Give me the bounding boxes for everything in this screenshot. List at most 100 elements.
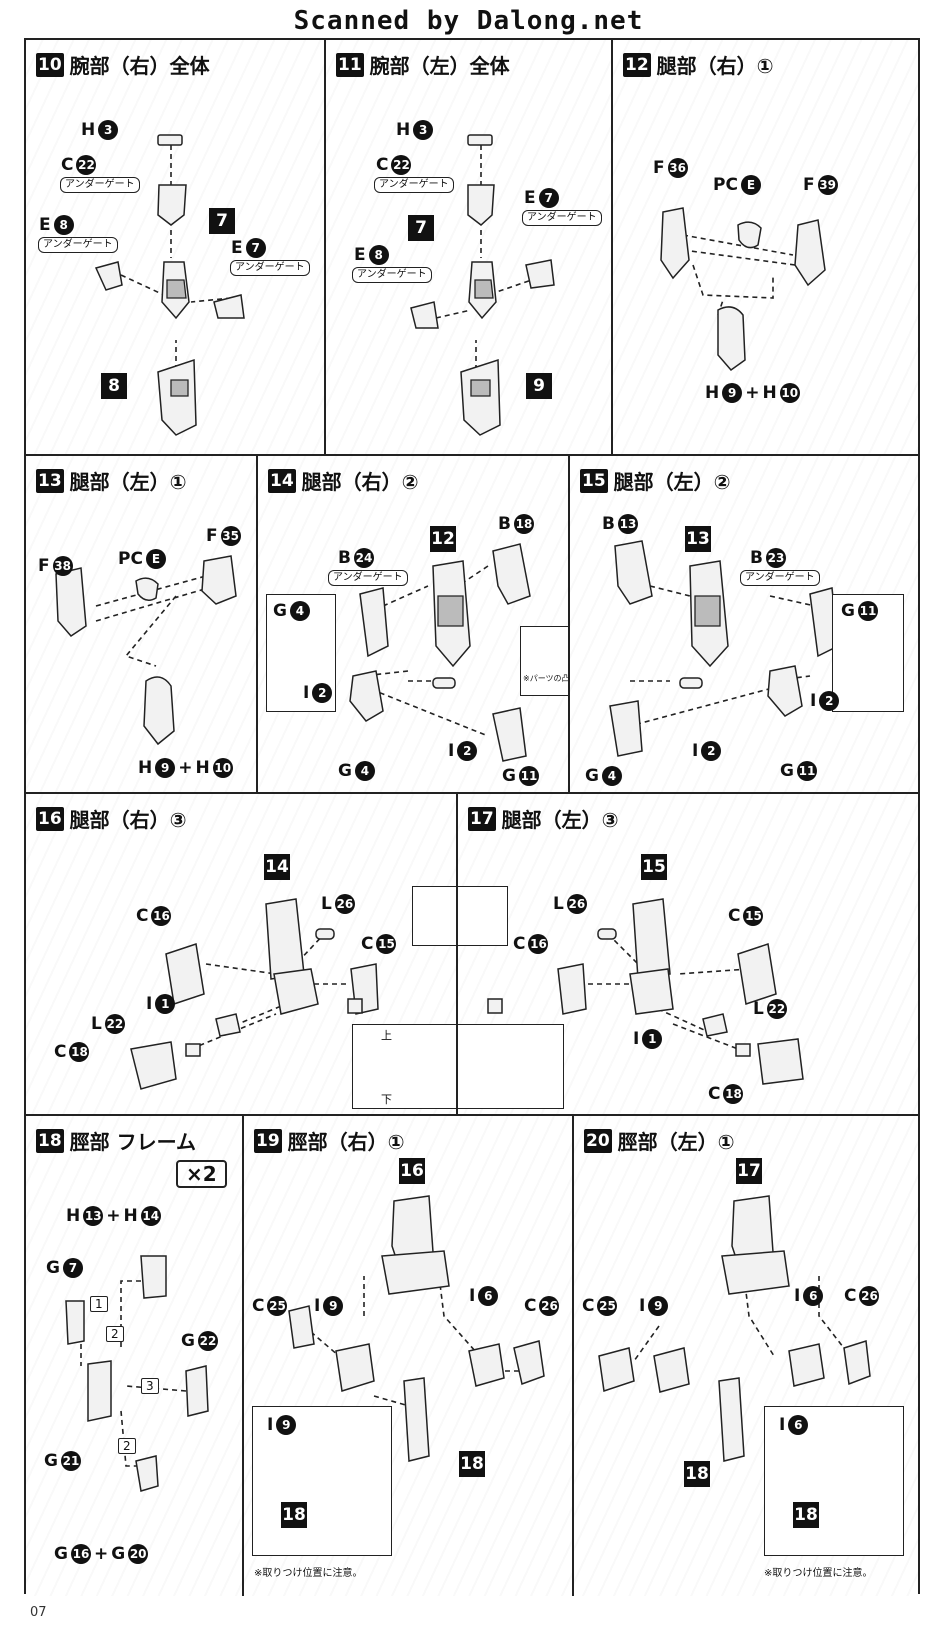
part-number: 35 <box>220 526 241 546</box>
step-ref-18: 18 <box>684 1461 710 1487</box>
step-ref-18: 18 <box>281 1502 307 1528</box>
part-number: 13 <box>83 1206 104 1226</box>
orientation-inset <box>458 1024 564 1109</box>
part-number: 18 <box>723 1084 744 1104</box>
step-number: 20 <box>584 1128 612 1153</box>
step-ref-14: 14 <box>264 854 290 880</box>
step-number: 19 <box>254 1128 282 1153</box>
part-number: 4 <box>289 601 310 621</box>
part-number: 20 <box>128 1544 149 1564</box>
under-gate-tag: アンダーゲート <box>374 177 454 193</box>
part-number: 39 <box>817 175 838 195</box>
shin-left-1-diagram <box>598 1195 871 1462</box>
part-number: 11 <box>857 601 878 621</box>
thigh-right-3-diagram <box>130 898 379 1090</box>
part-number: 1 <box>642 1029 663 1049</box>
shin-right-1-diagram <box>288 1195 545 1462</box>
thigh-left-1-diagram <box>55 555 237 746</box>
part-number: 36 <box>667 158 688 178</box>
step-ref-18: 18 <box>459 1451 485 1477</box>
part-number: 2 <box>819 691 840 711</box>
part-number: 6 <box>478 1286 499 1306</box>
part-number: 7 <box>538 188 559 208</box>
part-number: 7 <box>62 1258 83 1278</box>
step-number: 10 <box>36 52 64 77</box>
step-title: 腿部（右）① <box>656 54 774 78</box>
step-ref-7: 7 <box>209 208 235 234</box>
thigh-left-3-diagram <box>487 898 804 1085</box>
part-number: 14 <box>140 1206 161 1226</box>
order-step-2: 2 <box>106 1326 124 1342</box>
part-number: 3 <box>413 120 434 140</box>
part-number: 2 <box>701 741 722 761</box>
step-title: 腕部（左）全体 <box>369 54 510 78</box>
part-number: 26 <box>334 894 355 914</box>
part-number: 22 <box>197 1331 218 1351</box>
mount-caution-note: ※取りつけ位置に注意。 <box>764 1568 873 1579</box>
part-number: 2 <box>457 741 478 761</box>
step-title: 腿部（右）③ <box>69 808 187 832</box>
shin-frame-diagram <box>65 1255 209 1492</box>
step-title: 脛部 フレーム <box>69 1130 197 1154</box>
part-number: 22 <box>391 155 412 175</box>
part-number: 23 <box>765 548 786 568</box>
part-number: 2 <box>312 683 333 703</box>
part-number: 21 <box>60 1451 81 1471</box>
step-title: 腕部（右）全体 <box>69 54 210 78</box>
under-gate-tag: アンダーゲート <box>352 267 432 283</box>
order-step-2b: 2 <box>118 1438 136 1454</box>
part-number: 22 <box>104 1014 125 1034</box>
step-ref-18: 18 <box>793 1502 819 1528</box>
part-number: 10 <box>212 758 233 778</box>
step-number: 11 <box>336 52 364 77</box>
part-number: 15 <box>743 906 764 926</box>
part-number: 16 <box>528 934 549 954</box>
arm-left-diagram <box>410 134 555 436</box>
part-number: 18 <box>513 514 534 534</box>
scan-watermark: Scanned by Dalong.net <box>293 6 644 36</box>
part-number: 8 <box>53 215 74 235</box>
up-label: 上 <box>381 1029 392 1042</box>
step-ref-17: 17 <box>736 1158 762 1184</box>
part-number: 9 <box>722 383 743 403</box>
step-ref-13: 13 <box>685 526 711 552</box>
